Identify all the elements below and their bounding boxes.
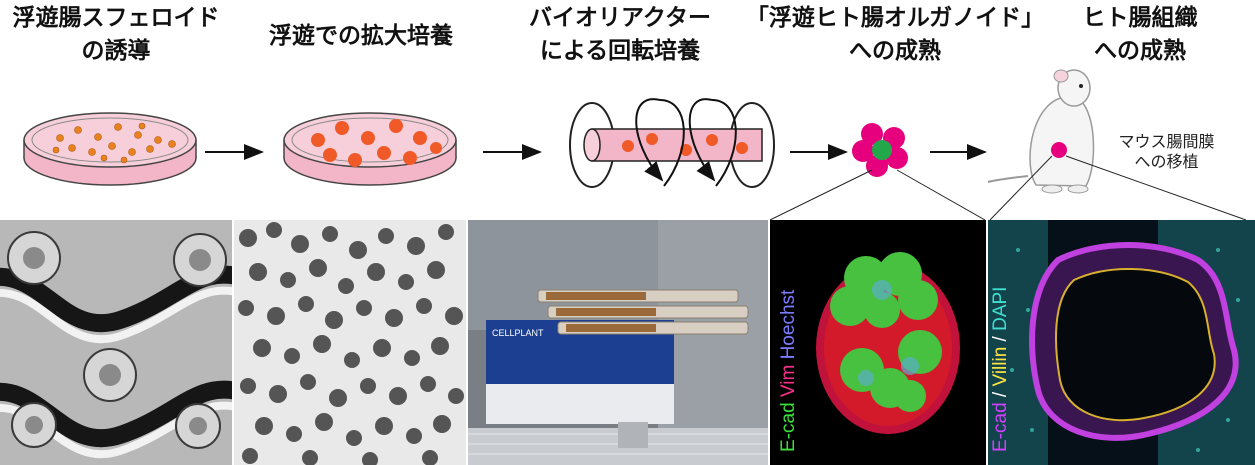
transplant-note-line2: への移植 [1134, 152, 1199, 171]
mouse-icon [987, 69, 1095, 194]
step-3-title: バイオリアクター による回転培養 [515, 2, 725, 68]
step-5-title: ヒト腸組織 への成熟 [1055, 2, 1225, 68]
stain-ecad: E-cad [778, 402, 799, 452]
photo-tissue-fluorescence: E-cad / Villin / DAPI [988, 220, 1255, 465]
step-1-title-line1: 浮遊腸スフェロイド [12, 5, 220, 31]
stain-ecad-tissue: E-cad [990, 402, 1011, 452]
step-1-title: 浮遊腸スフェロイド の誘導 [0, 2, 232, 68]
transplant-note: マウス腸間膜 への移植 [1104, 132, 1229, 172]
step-5-title-line2: への成熟 [1094, 38, 1186, 64]
photo-bioreactor-device: CELLPLANT [468, 220, 768, 465]
callout-line-organoid-right [896, 169, 986, 220]
step-4-title-line2: への成熟 [849, 38, 941, 64]
photo-spheroid-microwells [0, 220, 232, 465]
step-2-title: 浮遊での拡大培養 [252, 20, 470, 53]
tissue-stain-label: E-cad / Villin / DAPI [990, 287, 1012, 452]
petri-dish-spheroids [23, 112, 197, 186]
organoid-icon [852, 123, 908, 177]
organoid-stain-label: E-cad Vim Hoechst [778, 290, 800, 452]
photo-organoid-fluorescence: E-cad Vim Hoechst [770, 220, 986, 465]
step-1-title-line2: の誘導 [81, 38, 151, 64]
transplant-note-line1: マウス腸間膜 [1118, 132, 1215, 151]
callout-line-tissue-left [989, 155, 1053, 220]
stain-separator-2: / [990, 330, 1011, 347]
stain-separator-1: / [990, 386, 1011, 403]
petri-dish-expansion [283, 112, 457, 186]
stain-hoechst: Hoechst [778, 289, 799, 365]
rotating-bioreactor-icon [569, 98, 775, 188]
step-4-title: 「浮遊ヒト腸オルガノイド」 への成熟 [745, 2, 1045, 68]
photo-floating-culture [234, 220, 466, 465]
stain-vim: Vim [778, 364, 799, 403]
process-schematic [23, 69, 1247, 220]
step-5-title-line1: ヒト腸組織 [1082, 5, 1198, 31]
step-2-title-line1: 浮遊での拡大培養 [269, 23, 453, 49]
step-4-title-line1: 「浮遊ヒト腸オルガノイド」 [745, 5, 1045, 31]
stain-villin: Villin [990, 346, 1011, 387]
device-brand-label: CELLPLANT [492, 328, 544, 338]
callout-line-tissue-right [1065, 155, 1247, 220]
step-3-title-line2: による回転培養 [539, 38, 701, 64]
step-3-title-line1: バイオリアクター [529, 5, 711, 31]
stain-dapi: DAPI [990, 286, 1011, 331]
callout-line-organoid-left [769, 169, 873, 220]
